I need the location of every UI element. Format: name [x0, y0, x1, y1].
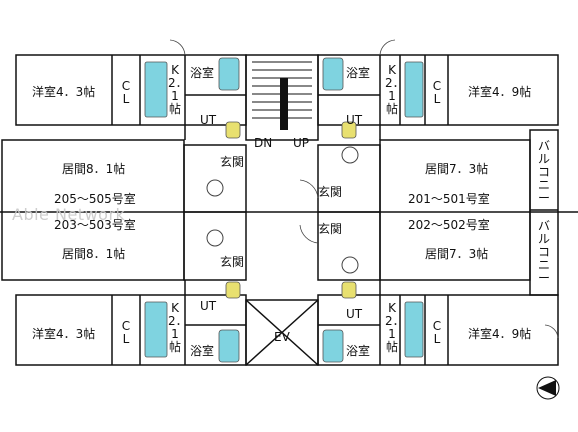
room-label-closet-bottom-left: CL	[121, 319, 131, 346]
room-label-kitchen-bottom-left: K2．1帖	[168, 301, 188, 354]
elevator-label: EV	[274, 330, 290, 344]
room-label-kitchen-top-right: K2．1帖	[385, 63, 405, 116]
door-swings	[169, 39, 559, 339]
room-label-kitchen-bottom-right: K2．1帖	[385, 301, 405, 354]
room-label-bedroom-top-right: 洋室4．9帖	[468, 85, 532, 99]
room-label-bedroom-bottom-right: 洋室4．9帖	[468, 327, 532, 341]
room-label-entrance-top-right: 玄関	[318, 185, 343, 199]
north-arrow-icon	[536, 376, 560, 400]
room-label-closet-bottom-right: CL	[432, 319, 442, 346]
room-label-bath-bottom-right: 浴室	[346, 344, 371, 358]
room-label-bath-bottom-left: 浴室	[190, 344, 215, 358]
room-label-living-top-left: 居間8．1帖	[62, 162, 126, 176]
unit-number-202-502: 202～502号室	[408, 218, 490, 232]
wall-elevator	[245, 299, 319, 366]
elevator-cross-2	[245, 299, 319, 366]
stair-center-rail	[280, 78, 288, 130]
room-label-closet-top-right: CL	[432, 79, 442, 106]
room-label-ut-top-right: UT	[346, 113, 363, 127]
room-label-kitchen-top-left: K2．1帖	[168, 63, 188, 116]
room-label-ut-bottom-left: UT	[200, 299, 217, 313]
balcony-label-top: バルコニー	[537, 139, 550, 205]
stair-down-label: DN	[254, 136, 273, 150]
watermark: Able Network	[12, 205, 126, 224]
wall-stairwell	[245, 54, 319, 141]
room-label-closet-top-left: CL	[121, 79, 131, 106]
room-label-bath-top-right: 浴室	[346, 66, 371, 80]
room-label-ut-top-left: UT	[200, 113, 217, 127]
room-label-living-bottom-left: 居間8．1帖	[62, 247, 126, 261]
unit-number-201-501: 201～501号室	[408, 192, 490, 206]
toilet-fixtures	[225, 121, 357, 299]
room-label-entrance-bottom-right: 玄関	[318, 222, 343, 236]
room-label-ut-bottom-right: UT	[346, 307, 363, 321]
sink-fixtures	[206, 146, 359, 274]
room-label-bath-top-left: 浴室	[190, 66, 215, 80]
bath-fixtures	[144, 57, 424, 363]
room-label-living-bottom-right: 居間7．3帖	[425, 247, 489, 261]
unit-number-205-505: 205～505号室	[54, 192, 136, 206]
stair-up-label: UP	[293, 136, 310, 150]
room-label-entrance-bottom-left: 玄関	[220, 255, 245, 269]
room-label-entrance-top-left: 玄関	[220, 155, 245, 169]
room-label-bedroom-bottom-left: 洋室4．3帖	[32, 327, 96, 341]
unit-number-203-503: 203～503号室	[54, 218, 136, 232]
room-label-living-top-right: 居間7．3帖	[425, 162, 489, 176]
balcony-label-bottom: バルコニー	[537, 219, 550, 285]
room-label-bedroom-top-left: 洋室4．3帖	[32, 85, 96, 99]
